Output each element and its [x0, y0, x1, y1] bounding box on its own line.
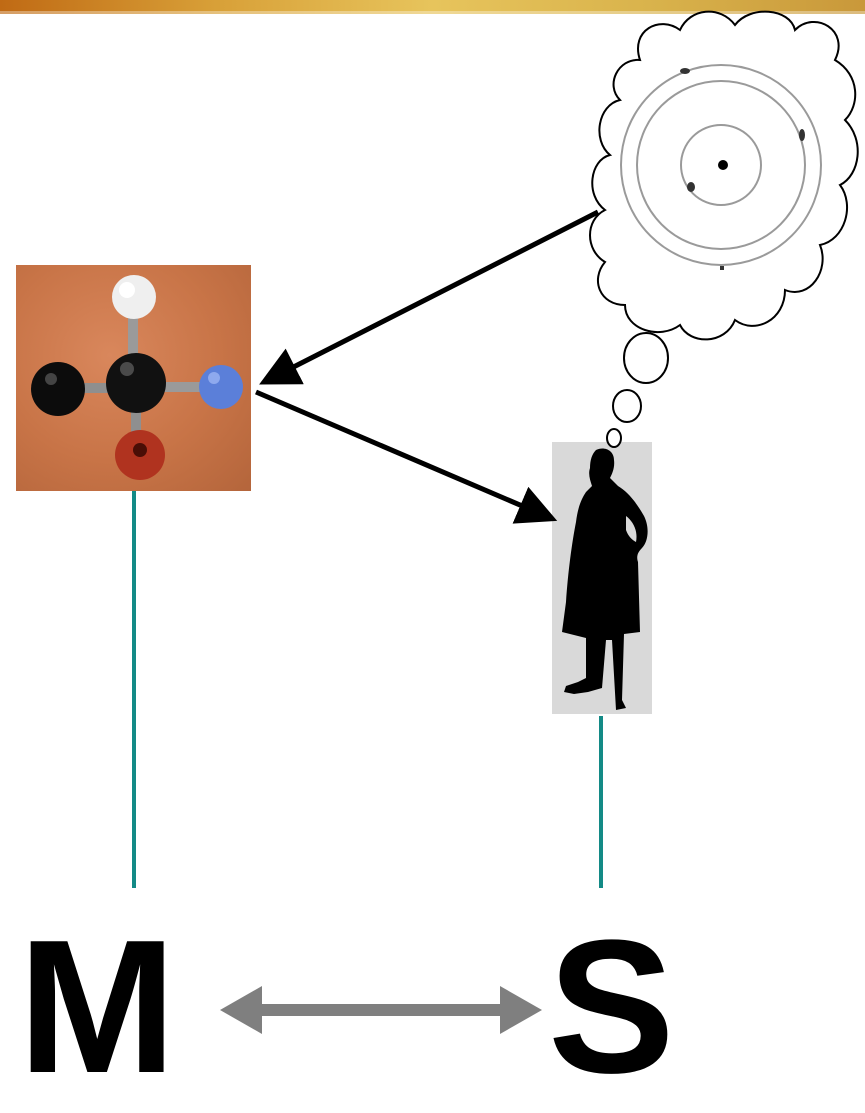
arrow-molecule-to-scientist	[255, 389, 558, 524]
scientist-silhouette-icon	[552, 442, 652, 714]
molecule-model-photo-icon	[16, 265, 251, 491]
model-system-relation-arrow	[220, 986, 542, 1034]
model-label: M	[18, 901, 177, 1113]
top-decorative-band	[0, 0, 865, 14]
arrow-thought-to-molecule	[259, 209, 600, 385]
system-label: S	[548, 901, 675, 1113]
thought-bubble-atom-icon	[589, 10, 859, 448]
diagram-canvas	[132, 10, 859, 1034]
